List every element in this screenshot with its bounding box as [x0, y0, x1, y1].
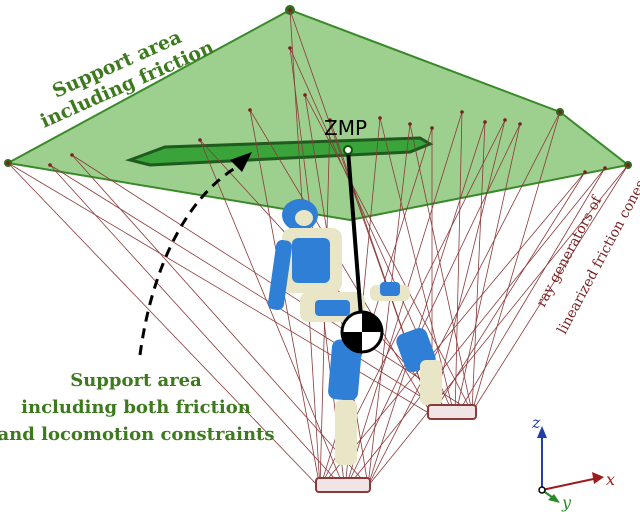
friction-ray [304, 94, 473, 413]
ray-tip-dot [408, 122, 412, 126]
support-both-label-line1: Support area [70, 370, 202, 391]
ray-tip-dot [48, 163, 52, 167]
friction-ray [471, 164, 629, 413]
support-area-friction-polygon [4, 8, 631, 222]
friction-ray [367, 111, 561, 487]
friction-ray [454, 167, 606, 419]
robot-left-arm [267, 240, 293, 310]
dashed-arrow [138, 163, 241, 356]
friction-ray [367, 121, 486, 487]
friction-ray [367, 164, 629, 487]
friction-ray [409, 123, 473, 413]
ray-tip-dot [328, 118, 332, 122]
friction-ray [379, 117, 456, 419]
friction-ray [471, 121, 486, 413]
ray-tip-dot [198, 138, 202, 142]
friction-ray [367, 123, 411, 487]
robot-left-leg [328, 339, 362, 401]
friction-ray [471, 111, 561, 413]
ray-tip-dot [460, 110, 464, 114]
friction-ray [199, 139, 346, 491]
zmp-line [346, 149, 364, 331]
ray-tip-dot [288, 8, 292, 12]
ray-tip-dot [248, 108, 252, 112]
friction-ray [49, 164, 456, 419]
robot-right-foot [427, 404, 477, 420]
ray-tip-dot [483, 120, 487, 124]
friction-ray [431, 119, 506, 416]
ray-tip-dot [558, 110, 562, 114]
zmp-point [343, 145, 353, 155]
support-both-label-line3: and locomotion constraints [0, 424, 275, 445]
ray-generator-tips [6, 8, 630, 174]
humanoid-robot [267, 199, 477, 493]
ray-tip-dot [518, 122, 522, 126]
support-both-label-line2: including both friction [21, 397, 251, 418]
friction-ray [431, 171, 586, 416]
friction-ray [49, 164, 346, 491]
friction-ray [71, 154, 369, 487]
friction-ray [319, 171, 586, 489]
friction-ray [344, 123, 521, 491]
axis-y-label: y [561, 493, 572, 512]
ray-tip-dot [6, 161, 10, 165]
robot-left-foot [315, 477, 371, 493]
friction-ray [344, 167, 606, 491]
support-area-combined-polygon [124, 136, 434, 167]
ray-tip-dot [626, 163, 630, 167]
axis-x-label: x [606, 470, 615, 489]
ray-tip-dot [503, 118, 507, 122]
friction-ray [454, 111, 463, 419]
coordinate-axes: z x y [531, 413, 615, 512]
ray-tip-dot [288, 46, 292, 50]
axis-z-label: z [531, 413, 541, 432]
zmp-label: ZMP [324, 116, 367, 140]
ray-tip-dot [303, 93, 307, 97]
friction-ray [249, 109, 321, 489]
com-marker [340, 310, 384, 354]
friction-ray [7, 162, 321, 489]
ray-tip-dot [603, 166, 607, 170]
friction-ray [7, 162, 433, 416]
ray-tip-dot [70, 153, 74, 157]
arrow-head-icon [230, 152, 252, 172]
ray-tip-dot [430, 126, 434, 130]
ray-tip-dot [583, 170, 587, 174]
friction-ray [454, 123, 521, 419]
ray-tip-dot [378, 116, 382, 120]
